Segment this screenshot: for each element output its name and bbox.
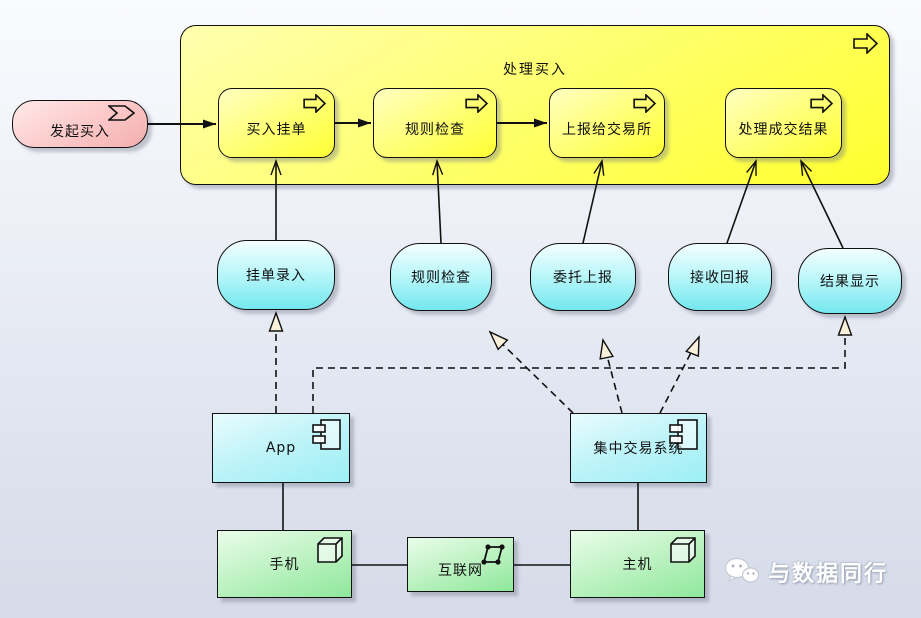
process-buy-order: 买入挂单 — [218, 88, 335, 158]
process-arrow-icon — [853, 32, 879, 55]
component-icon — [669, 419, 699, 451]
process-arrow-icon — [465, 93, 489, 114]
node-internet: 互联网 — [407, 537, 514, 592]
service-label: 规则检查 — [411, 270, 471, 286]
business-event: 发起买入 — [12, 100, 148, 148]
process-rule-check: 规则检查 — [373, 88, 497, 158]
process-label: 买入挂单 — [246, 122, 307, 138]
component-app: App — [212, 413, 350, 483]
process-group-title: 处理买入 — [503, 62, 567, 78]
process-handle-result: 处理成交结果 — [725, 88, 842, 158]
realization-arrows — [275, 313, 846, 414]
component-trading-system: 集中交易系统 — [570, 413, 707, 483]
service-order-report: 委托上报 — [530, 243, 636, 311]
node-label: 主机 — [622, 557, 653, 573]
business-event-icon — [106, 105, 136, 121]
process-arrow-icon — [633, 93, 657, 114]
node-cube-icon — [316, 536, 344, 563]
service-receive-feedback: 接收回报 — [668, 243, 772, 311]
service-label: 委托上报 — [553, 270, 613, 286]
process-report-exchange: 上报给交易所 — [549, 88, 665, 158]
process-label: 规则检查 — [405, 122, 465, 138]
service-result-display: 结果显示 — [798, 248, 902, 314]
wechat-icon — [724, 557, 760, 587]
service-label: 接收回报 — [690, 270, 750, 286]
service-label: 挂单录入 — [246, 268, 306, 284]
service-rule-check: 规则检查 — [390, 243, 492, 311]
business-event-label: 发起买入 — [50, 124, 110, 140]
component-label: App — [265, 440, 297, 456]
service-label: 结果显示 — [820, 274, 880, 290]
watermark: 与数据同行 — [724, 556, 888, 588]
service-order-entry: 挂单录入 — [217, 240, 335, 310]
node-cube-icon — [669, 536, 697, 563]
realization-arrowheads — [276, 313, 845, 345]
process-arrow-icon — [810, 93, 834, 114]
node-label: 互联网 — [438, 562, 483, 579]
node-host: 主机 — [570, 530, 705, 598]
process-arrow-icon — [303, 93, 327, 114]
network-icon — [480, 543, 506, 567]
component-icon — [312, 419, 342, 451]
watermark-text: 与数据同行 — [768, 562, 889, 587]
node-label: 手机 — [269, 557, 300, 573]
node-phone: 手机 — [217, 530, 352, 598]
